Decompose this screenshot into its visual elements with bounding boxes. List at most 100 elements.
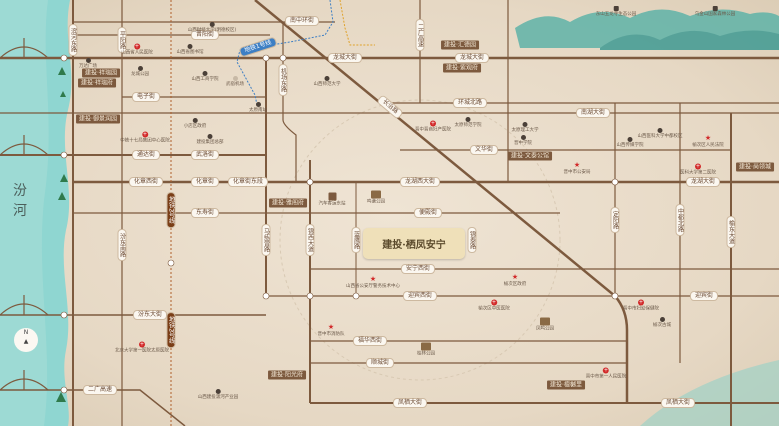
tree-icon xyxy=(56,67,68,402)
poi-label: 龙城公园 xyxy=(131,72,149,77)
road-label: 龙城大街 xyxy=(327,53,363,63)
poi-hospital[interactable]: +医科大学第二医院 xyxy=(680,163,716,177)
poi-hospital[interactable]: +晋中晋商妇产医院 xyxy=(415,120,451,134)
road-label: 化章西街 xyxy=(128,177,164,187)
poi-marker-icon xyxy=(712,6,718,11)
road-label: 滨河东路 xyxy=(68,24,78,56)
poi-label: 医科大学第二医院 xyxy=(680,170,716,176)
poi-marker-icon xyxy=(657,128,663,133)
poi-label: 太原南站 xyxy=(249,108,267,113)
poi-hospital[interactable]: +晋中市第一人民医院 xyxy=(586,367,626,381)
poi-landmark[interactable]: 东山五龙寺生态公园 xyxy=(595,6,637,18)
road-label: 二广高速 xyxy=(82,385,118,395)
poi-star[interactable]: ★榆次区政府 xyxy=(504,274,527,288)
poi-label: 晋中市妇幼保健院 xyxy=(623,306,659,312)
road-label: 迎宾西街 xyxy=(402,291,438,301)
poi-hospital[interactable]: +山西省人民医院 xyxy=(121,43,153,57)
poi-label: 山西建投潇河产业园 xyxy=(197,395,239,400)
road-label: 马练营路 xyxy=(261,224,271,256)
poi[interactable]: 榆次古城 xyxy=(653,317,671,329)
poi-marker-icon: ★ xyxy=(327,323,335,331)
road-label: 南中环街 xyxy=(284,16,320,26)
poi[interactable]: 山西工商学院 xyxy=(192,71,219,83)
poi-landmark[interactable]: 乌金山国家森林公园 xyxy=(694,6,736,18)
poi[interactable]: 山西财经大学(明德校区) xyxy=(188,22,236,34)
project-tag[interactable]: 建投·祥瑞园 xyxy=(82,68,120,78)
poi-marker-icon: ★ xyxy=(573,161,581,169)
poi-marker-icon xyxy=(540,317,550,326)
poi-hospital[interactable]: +中铁十七局集团中心医院 xyxy=(120,131,170,145)
project-tag[interactable]: 建投·御景润园 xyxy=(76,114,120,124)
poi-marker-icon: + xyxy=(638,299,644,306)
road-label: 蓝鹰路 xyxy=(351,227,361,253)
road-label: 文华街 xyxy=(469,145,499,155)
poi[interactable]: 太原南站 xyxy=(249,102,267,114)
poi-star[interactable]: ★榆次区人民法院 xyxy=(692,135,724,149)
poi-star[interactable]: ★晋中市消防队 xyxy=(318,324,345,338)
poi-marker-icon xyxy=(627,137,633,142)
compass-north-label: N xyxy=(23,329,29,336)
poi-marker-icon xyxy=(207,134,213,139)
poi-park[interactable]: 凤鸣公园 xyxy=(536,317,554,333)
road-label: 东寿街 xyxy=(190,208,220,218)
poi-label: 榆次区人民法院 xyxy=(692,143,724,148)
road-label: 顺城街 xyxy=(365,358,395,368)
poi-label: 山西医科大学中都校区 xyxy=(637,134,683,139)
road-label: 武洛街 xyxy=(190,150,220,160)
poi[interactable]: 太原理工大学 xyxy=(512,122,539,134)
poi-label: 山西传媒学院 xyxy=(616,143,644,148)
metro-line-other xyxy=(339,0,375,46)
poi-label: 东山五龙寺生态公园 xyxy=(595,12,637,17)
poi-hospital[interactable]: +北京大学第一医院太原医院 xyxy=(115,341,169,355)
project-logo[interactable]: 建投·栖凤安宁 xyxy=(363,228,465,259)
project-tag[interactable]: 建投·汇德园 xyxy=(441,40,479,50)
poi-label: 榆次区中医医院 xyxy=(478,306,510,312)
project-tag[interactable]: 建投·阳光府 xyxy=(268,370,306,380)
poi-label: 凤鸣公园 xyxy=(536,326,554,332)
poi[interactable]: 万达广场 xyxy=(79,58,97,70)
project-tag[interactable]: 建投·雅阁府 xyxy=(269,198,307,208)
poi[interactable]: 晋中学院 xyxy=(514,135,532,147)
poi[interactable]: 龙城公园 xyxy=(131,66,149,78)
poi[interactable]: 建投集团总部 xyxy=(197,134,224,146)
poi[interactable]: 山西传媒学院 xyxy=(617,137,644,149)
poi-park[interactable]: 桂林公园 xyxy=(417,342,435,358)
poi-label: 小店区政府 xyxy=(183,124,207,129)
poi-hospital[interactable]: +榆次区中医医院 xyxy=(478,299,510,313)
poi-label: 山西工商学院 xyxy=(191,77,219,82)
poi[interactable]: 小店区政府 xyxy=(183,118,207,130)
poi-hospital[interactable]: +晋中市妇幼保健院 xyxy=(623,299,659,313)
project-tag[interactable]: 建投·祥瑞府 xyxy=(78,78,116,88)
poi-star[interactable]: ★晋中市公安局 xyxy=(564,162,591,176)
road-label: 凤栖大街 xyxy=(392,398,428,408)
road-label: 环城北路 xyxy=(452,98,488,108)
poi-label: 武宿机场 xyxy=(226,82,244,87)
poi[interactable]: 山西医科大学中都校区 xyxy=(638,128,683,140)
metro-line-label: 地铁2号线 xyxy=(166,192,176,228)
poi-park[interactable]: 鸣谦公园 xyxy=(367,190,385,206)
lake-illustration xyxy=(640,360,779,426)
poi-marker-icon: + xyxy=(491,299,497,306)
project-tag[interactable]: 建投·紫观府 xyxy=(443,63,481,73)
project-tag[interactable]: 建投·尚领城 xyxy=(736,162,774,172)
poi-marker-icon: + xyxy=(430,120,436,127)
poi[interactable]: 武宿机场 xyxy=(226,76,244,88)
poi[interactable]: 山西建投潇河产业园 xyxy=(197,389,239,401)
poi-marker-icon xyxy=(613,6,619,11)
poi-star[interactable]: ★山西省公安厅警务技术中心 xyxy=(346,276,400,290)
poi[interactable]: 山西省图书馆 xyxy=(177,44,204,56)
road-label: 便殿街 xyxy=(413,208,443,218)
poi[interactable]: 太原师范学院 xyxy=(455,117,482,129)
poi-marker-icon xyxy=(328,192,336,201)
road-label: 汾东大街 xyxy=(132,310,168,320)
poi-bus-station[interactable]: 汽车客运东站 xyxy=(319,192,346,208)
project-tag[interactable]: 建投·文泰公馆 xyxy=(508,151,552,161)
poi-marker-icon xyxy=(659,317,665,322)
poi-marker-icon xyxy=(137,66,143,71)
road-label: 迎宾街 xyxy=(689,291,719,301)
poi-label: 乌金山国家森林公园 xyxy=(694,12,736,17)
road-label: 汾东南路 xyxy=(117,229,127,261)
poi[interactable]: 山西师范大学 xyxy=(314,76,341,88)
project-tag[interactable]: 建投·檀樾里 xyxy=(547,380,585,390)
